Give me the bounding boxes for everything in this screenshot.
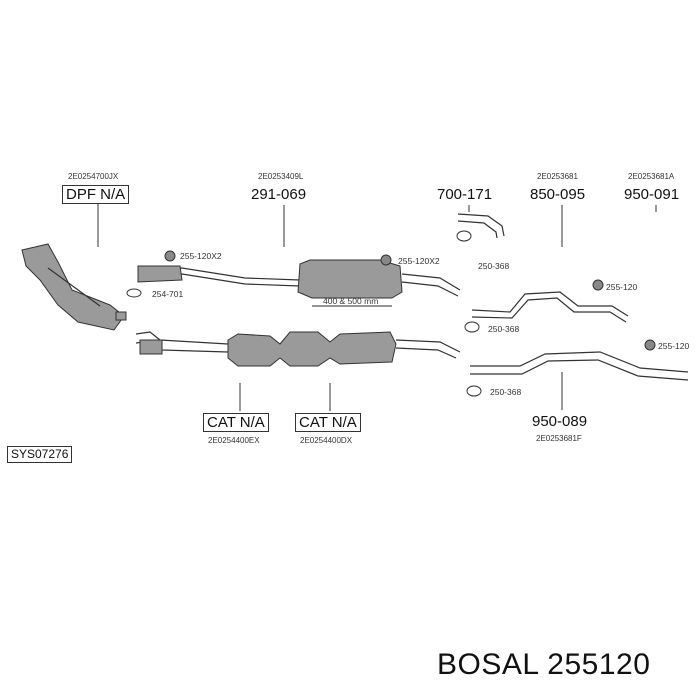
clip-gasket[interactable]: 254-701 [152,289,184,299]
mid-pipe-850-095 [471,291,629,323]
front-pipe-assembly [137,259,461,307]
gasket-icon [126,288,142,298]
part-700-171[interactable]: 700-171 [437,186,493,203]
ref-cat-right: 2E0254400DX [300,436,353,445]
ref-950-089: 2E0253681F [536,434,582,443]
ref-front-pipe: 2E0253409L [258,172,304,181]
ring-icon-c [466,385,482,397]
clip-clamp-b[interactable]: 255-120X2 [398,256,440,266]
dimension-label: 400 & 500 mm [323,296,379,306]
part-950-091[interactable]: 950-091 [624,186,680,203]
ref-mid-950-091: 2E0253681A [628,172,675,181]
clip-clamp-a[interactable]: 255-120X2 [180,251,222,261]
part-cat-left[interactable]: CAT N/A [203,413,269,432]
clip-clamp-d[interactable]: 255-120 [658,341,690,351]
part-850-095[interactable]: 850-095 [530,186,586,203]
part-950-089[interactable]: 950-089 [532,413,588,430]
brand-label: BOSAL 255120 [437,648,651,681]
clip-ring-a[interactable]: 250-368 [478,261,510,271]
clip-clamp-c[interactable]: 255-120 [606,282,638,292]
clip-ring-b[interactable]: 250-368 [488,324,520,334]
clamp-icon-a [164,250,176,262]
part-cat-right[interactable]: CAT N/A [295,413,361,432]
clamp-icon-c [592,279,604,291]
tail-pipe-700-171 [457,213,505,239]
dpf-unit [21,243,127,331]
clamp-icon-b [380,254,392,266]
part-front-pipe[interactable]: 291-069 [251,186,307,203]
ref-cat-left: 2E0254400EX [208,436,260,445]
tail-pipe-950-089 [470,351,689,381]
clamp-icon-d [644,339,656,351]
ref-mid-850: 2E0253681 [537,172,578,181]
part-dpf[interactable]: DPF N/A [62,185,130,204]
catalyst-line [135,331,461,367]
system-code: SYS07276 [7,446,73,463]
clip-ring-c[interactable]: 250-368 [490,387,522,397]
ring-icon-a [456,230,472,242]
ref-dpf: 2E0254700JX [68,172,119,181]
ring-icon-b [464,321,480,333]
